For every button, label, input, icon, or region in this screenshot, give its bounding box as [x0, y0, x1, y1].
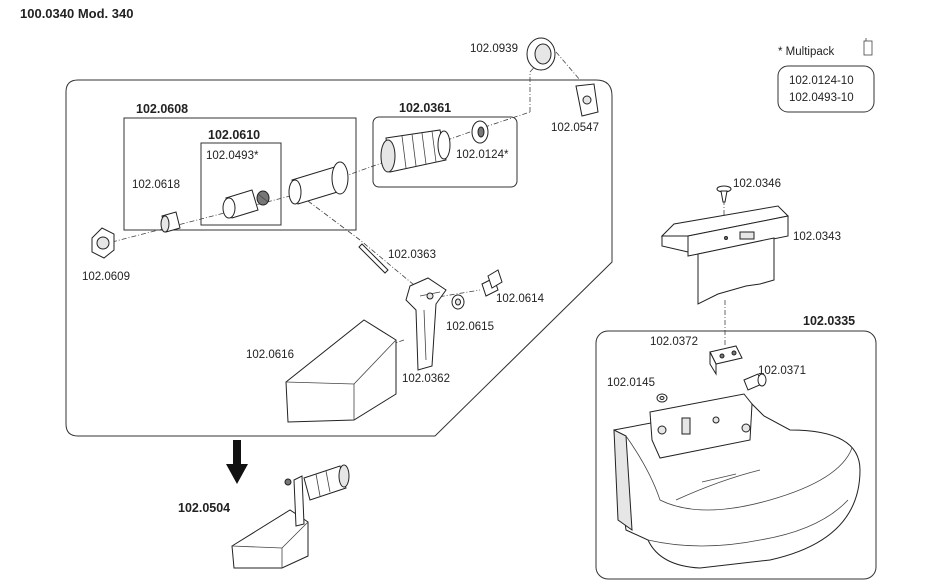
part-label-0363: 102.0363: [388, 249, 436, 261]
part-lever-0362: [405, 277, 447, 371]
group-box-0608: [123, 117, 357, 231]
part-fitting-0361: [380, 129, 451, 173]
part-label-0614: 102.0614: [496, 293, 545, 305]
group-label-0504: 102.0504: [178, 501, 230, 515]
part-label-0547: 102.0547: [551, 122, 599, 134]
part-label-0124: 102.0124*: [456, 149, 509, 161]
part-label-0618: 102.0618: [132, 179, 180, 191]
multipack-box: [777, 65, 875, 113]
part-float-0616: [285, 319, 397, 423]
down-arrow-icon: [226, 440, 248, 484]
part-nut-0609: [91, 227, 115, 259]
part-label-0346: 102.0346: [733, 178, 781, 190]
part-ring-0939: [526, 37, 556, 71]
part-pin-0363: [358, 243, 389, 274]
part-bracket-0372: [709, 345, 743, 376]
group-box-0361: [372, 116, 518, 188]
part-label-0371: 102.0371: [758, 365, 806, 377]
part-label-0615: 102.0615: [446, 321, 494, 333]
part-nut-0145: [656, 393, 668, 403]
main-assembly-outline: [65, 79, 613, 437]
part-bolt-0371: [743, 373, 767, 391]
part-assembly-0504: [231, 464, 350, 569]
multipack-icon: [863, 40, 873, 56]
part-bolt-0614: [481, 269, 503, 297]
part-drinking-bowl: [613, 393, 861, 569]
part-label-0372: 102.0372: [650, 336, 698, 348]
group-box-0610: [200, 142, 282, 226]
group-box-0335: [595, 330, 877, 580]
diagram-title: 100.0340 Mod. 340: [20, 6, 133, 21]
multipack-label: * Multipack: [778, 46, 834, 58]
group-label-0610: 102.0610: [208, 128, 260, 142]
group-label-0335: 102.0335: [803, 314, 855, 328]
part-washer-0124: [471, 120, 489, 144]
part-label-0616: 102.0616: [246, 349, 294, 361]
multipack-item-2: 102.0493-10: [789, 92, 854, 104]
multipack-item-1: 102.0124-10: [789, 75, 854, 87]
part-label-0145: 102.0145: [607, 377, 655, 389]
group-label-0608: 102.0608: [136, 102, 188, 116]
group-label-0361: 102.0361: [399, 101, 451, 115]
part-label-0362: 102.0362: [402, 373, 450, 385]
part-label-0343: 102.0343: [793, 231, 841, 243]
part-screw-0346: [716, 185, 732, 203]
part-tube-0608: [288, 161, 349, 205]
part-valve-insert-0610: [222, 189, 259, 219]
part-label-0609: 102.0609: [82, 271, 130, 283]
part-spring-0493: [256, 190, 270, 206]
part-label-0939: 102.0939: [470, 43, 518, 55]
part-clip-0547: [575, 83, 599, 117]
part-cover-0343: [660, 205, 790, 305]
part-cap-0618: [160, 211, 181, 233]
part-washer-0615: [451, 294, 465, 310]
part-label-0493: 102.0493*: [206, 150, 259, 162]
axis-line-lever: [299, 194, 421, 291]
